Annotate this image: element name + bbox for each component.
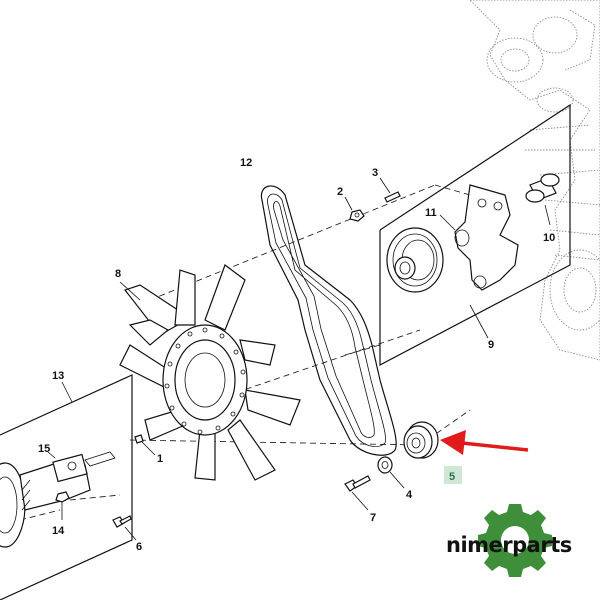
- callout-13: 13: [52, 370, 64, 382]
- callout-11: 11: [425, 207, 437, 219]
- highlighted-callout-5: 5: [444, 466, 462, 484]
- clutch-screw: [112, 515, 137, 541]
- tensioner-bracket: [439, 184, 519, 291]
- pump-pulley: [386, 227, 444, 293]
- callout-7: 7: [370, 512, 376, 524]
- callout-12: 12: [240, 157, 252, 169]
- fan-hub-bolt-holes: [164, 327, 246, 435]
- callout-8: 8: [115, 268, 121, 280]
- callout-4: 4: [406, 489, 413, 501]
- idler-pulley: [403, 421, 439, 459]
- spacer-sleeve: [525, 173, 560, 226]
- fan-drive-assembly-frame: [0, 374, 133, 600]
- callout-3: 3: [372, 167, 378, 179]
- red-pointer-arrow: [440, 430, 529, 455]
- callout-labels: 1 2 3 4 6 7 8 9 10 11 12 13 14 15: [38, 157, 555, 553]
- engine-block-background: [469, 0, 600, 361]
- stud-bolt: [379, 177, 401, 203]
- callout-9: 9: [488, 339, 494, 351]
- callout-5: 5: [449, 471, 455, 483]
- hex-nut: [344, 196, 365, 222]
- clutch-nut: [55, 491, 70, 520]
- highlight-label-box: [444, 466, 462, 484]
- idler-bolt: [344, 475, 371, 511]
- brand-name: nimerparts: [446, 533, 572, 557]
- callout-2: 2: [337, 186, 343, 198]
- gear-icon: [478, 504, 552, 577]
- cooling-fan: [119, 264, 301, 481]
- flat-washer: [377, 456, 405, 489]
- brand-logo: nimerparts: [446, 504, 572, 577]
- serpentine-belt: [260, 185, 397, 456]
- callout-14: 14: [52, 525, 65, 537]
- fan-bolt: [134, 434, 156, 456]
- callout-1: 1: [157, 453, 163, 465]
- callout-10: 10: [543, 232, 555, 244]
- fan-drive-clutch: [0, 451, 116, 548]
- callout-6: 6: [136, 541, 142, 553]
- tensioner-assembly-frame: [379, 103, 571, 366]
- callout-15: 15: [38, 443, 50, 455]
